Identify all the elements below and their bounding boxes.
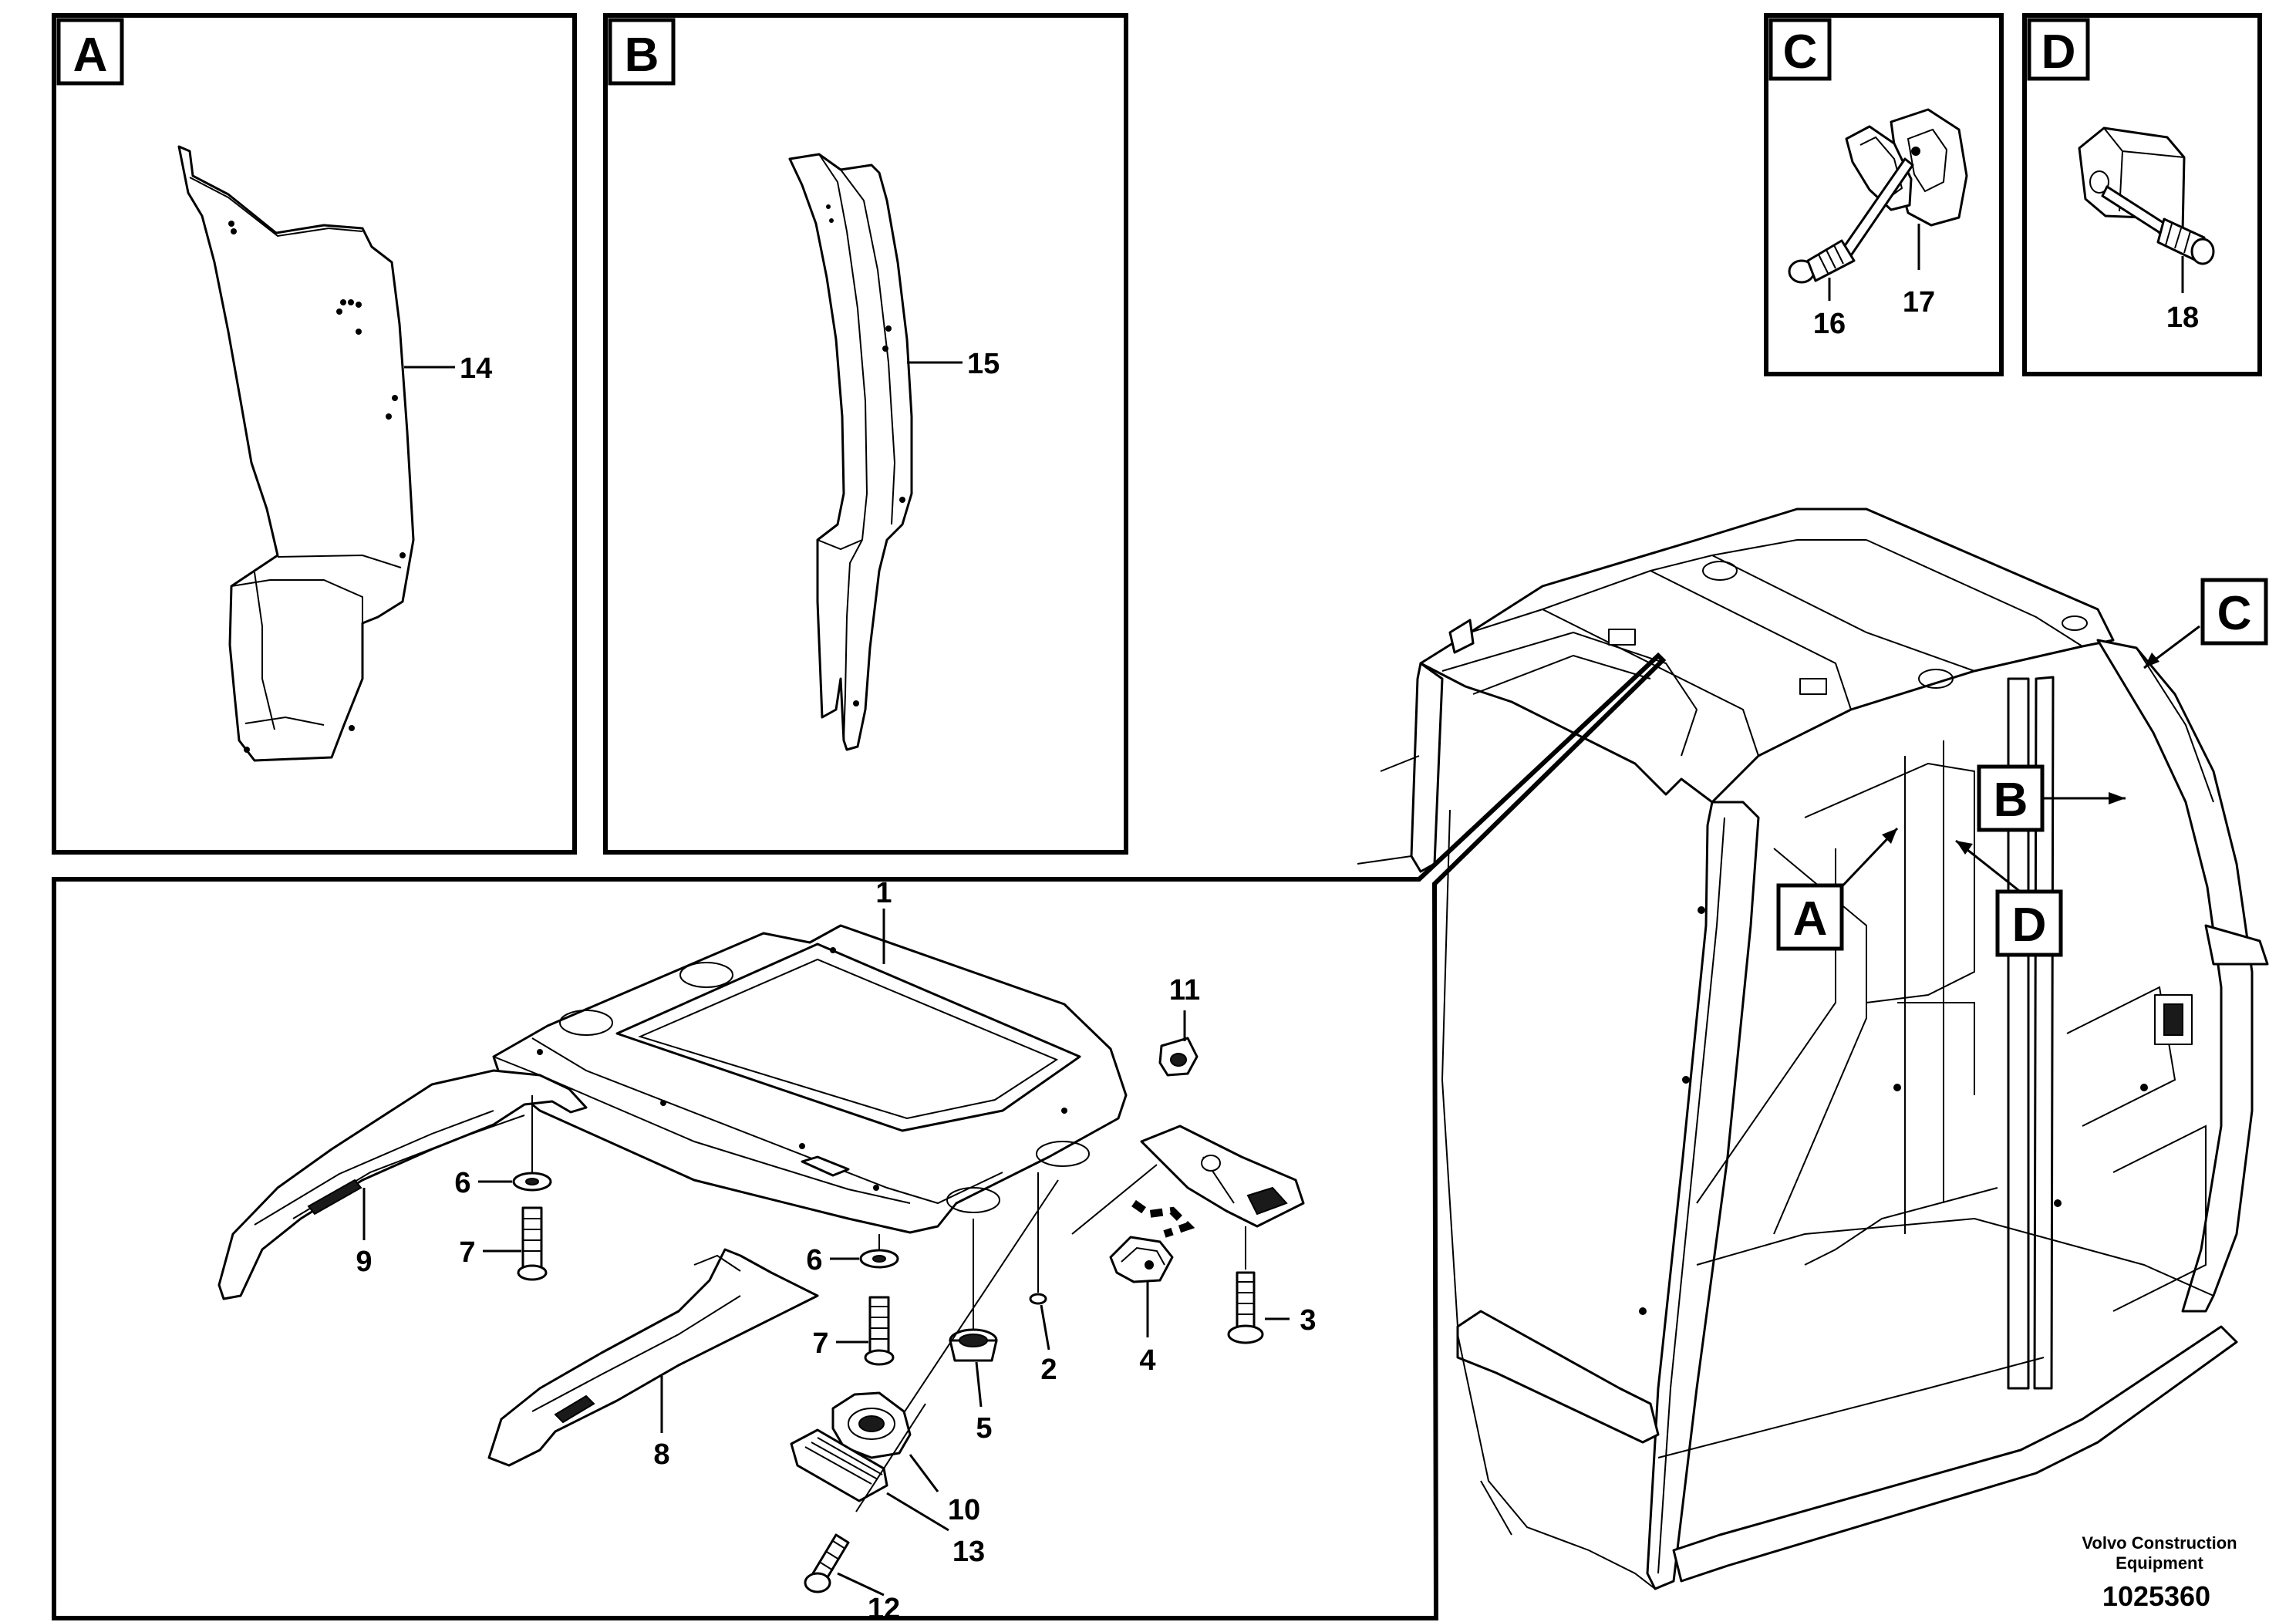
part-number-9: 9 xyxy=(356,1246,372,1278)
part-number-3: 3 xyxy=(1300,1304,1316,1337)
part-number-4: 4 xyxy=(1139,1344,1155,1377)
cab-frame-drawing xyxy=(1357,508,2269,1590)
part-number-10: 10 xyxy=(948,1494,980,1526)
part-number-6-lower: 6 xyxy=(806,1244,822,1276)
cab-callout-leaders xyxy=(1834,625,2200,895)
svg-text:B: B xyxy=(1994,774,2028,827)
part-number-1: 1 xyxy=(875,877,892,909)
view-a-panel: A 14 xyxy=(52,13,577,855)
part-number-12: 12 xyxy=(868,1593,900,1622)
callout-b: B xyxy=(1977,764,2045,832)
part-number-8: 8 xyxy=(653,1438,669,1471)
callout-a: A xyxy=(1776,883,1844,951)
part-number-6-upper: 6 xyxy=(454,1167,470,1199)
footer: Volvo Construction Equipment 1025360 xyxy=(2082,1533,2237,1612)
part-number-15: 15 xyxy=(967,348,1000,380)
view-b-panel: B 15 xyxy=(603,13,1128,855)
view-d-label: D xyxy=(2041,25,2076,79)
striker-d-drawing xyxy=(2078,126,2215,265)
drawing-number: 1025360 xyxy=(2102,1580,2210,1612)
svg-text:A: A xyxy=(1793,892,1828,946)
part-number-7-upper: 7 xyxy=(459,1236,475,1269)
company-name-line1: Volvo Construction xyxy=(2082,1533,2237,1553)
view-c-panel: C 16 17 xyxy=(1764,13,2004,376)
grab-handle-c-drawing xyxy=(1788,108,1968,284)
part-number-16: 16 xyxy=(1813,308,1846,340)
part-number-5: 5 xyxy=(976,1412,992,1445)
part-number-2: 2 xyxy=(1040,1354,1057,1386)
pillar-trim-b-drawing xyxy=(788,153,913,751)
view-c-label: C xyxy=(1783,25,1818,79)
svg-text:D: D xyxy=(2012,899,2047,952)
part-number-18: 18 xyxy=(2166,302,2199,334)
view-b-label: B xyxy=(625,29,659,82)
part-number-17: 17 xyxy=(1903,286,1935,319)
view-a-label: A xyxy=(73,29,108,82)
main-exploded-view: 1 2 3 4 5 6 6 7 7 8 9 10 11 12 13 xyxy=(52,652,1667,1622)
part-number-11: 11 xyxy=(1169,974,1200,1007)
callout-c: C xyxy=(2200,578,2268,646)
callout-d: D xyxy=(1995,889,2063,957)
trim-panel-a-drawing xyxy=(177,145,415,762)
part-number-14: 14 xyxy=(460,352,492,385)
part-number-13: 13 xyxy=(952,1536,985,1568)
company-name-line2: Equipment xyxy=(2116,1553,2203,1573)
svg-text:C: C xyxy=(2217,587,2252,640)
part-number-7-lower: 7 xyxy=(812,1327,828,1360)
view-d-panel: D 18 xyxy=(2022,13,2262,376)
